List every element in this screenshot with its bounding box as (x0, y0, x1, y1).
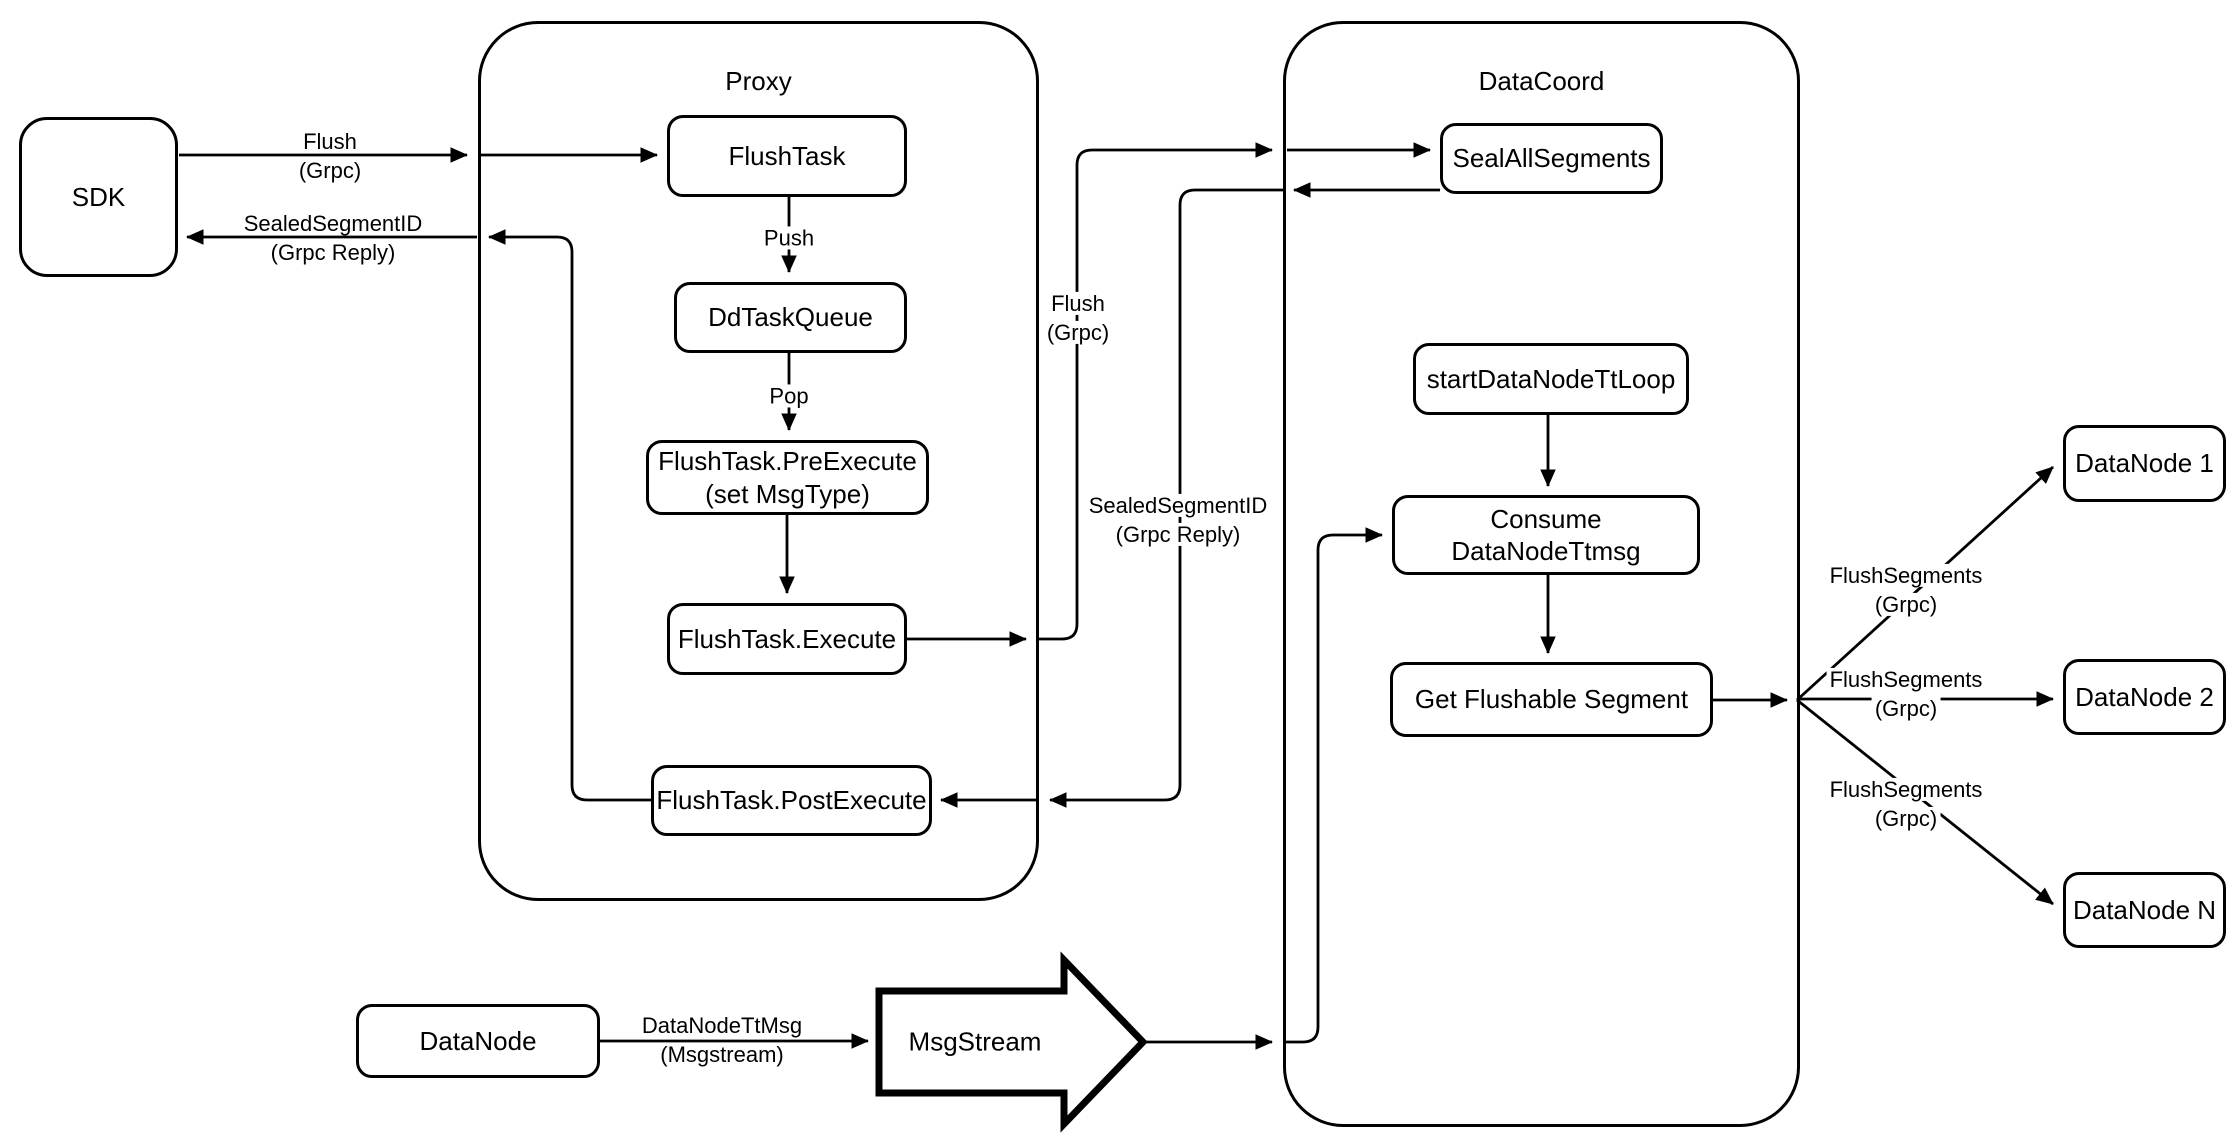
edge-label-sealed-segment-id-sdk: SealedSegmentID (Grpc Reply) (240, 212, 426, 264)
proxy-title: Proxy (725, 66, 792, 96)
node-pre-execute-line2: (set MsgType) (705, 478, 870, 509)
node-seal-all-segments-label: SealAllSegments (1452, 143, 1651, 174)
node-consume-datanode-ttmsg: Consume DataNodeTtmsg (1392, 495, 1700, 575)
edge-label-flush-grpc-mid: Flush (Grpc) (1043, 292, 1113, 344)
edge-fanpoint-to-datanoden (1796, 698, 2054, 906)
node-post-execute: FlushTask.PostExecute (651, 765, 932, 836)
datacoord-title: DataCoord (1478, 66, 1605, 96)
datacoord-container: DataCoord (1283, 21, 1800, 1127)
edge-label-flush-segments-2: FlushSegments (Grpc) (1826, 668, 1986, 720)
node-datanode-n: DataNode N (2063, 872, 2226, 948)
node-datanode-source-label: DataNode (419, 1025, 537, 1056)
edge-label-flush-segments-1: FlushSegments (Grpc) (1826, 564, 1986, 616)
edge-label-flush-segments-3: FlushSegments (Grpc) (1826, 778, 1986, 830)
node-datanode-2-label: DataNode 2 (2075, 681, 2214, 712)
node-datanode-source: DataNode (356, 1004, 600, 1078)
edge-msgstream-up-to-consume (1286, 527, 1383, 1044)
node-datanode-1-label: DataNode 1 (2075, 448, 2214, 479)
node-dd-task-queue: DdTaskQueue (674, 282, 907, 353)
node-datanode-n-label: DataNode N (2072, 894, 2217, 925)
node-post-execute-label: FlushTask.PostExecute (656, 785, 927, 816)
proxy-container: Proxy (478, 21, 1039, 901)
edge-flush-up-to-datacoord-border (1039, 142, 1273, 641)
node-flush-task-label: FlushTask (728, 140, 846, 171)
edge-label-push: Push (760, 226, 818, 250)
node-pre-execute-line1: FlushTask.PreExecute (658, 446, 917, 476)
node-start-datanode-tt-loop: startDataNodeTtLoop (1413, 343, 1689, 415)
node-dd-task-queue-label: DdTaskQueue (708, 302, 873, 333)
edge-label-datanode-tt-msg: DataNodeTtMsg (Msgstream) (638, 1014, 806, 1066)
node-consume-datanode-ttmsg-label: Consume DataNodeTtmsg (1451, 503, 1641, 567)
node-get-flushable-segment: Get Flushable Segment (1390, 662, 1713, 737)
node-seal-all-segments: SealAllSegments (1440, 123, 1663, 194)
edge-postexecute-to-proxy-border (488, 229, 651, 802)
node-execute: FlushTask.Execute (667, 603, 907, 675)
node-execute-label: FlushTask.Execute (677, 623, 897, 654)
node-datanode-2: DataNode 2 (2063, 659, 2226, 735)
node-sdk-label: SDK (71, 181, 126, 212)
edge-label-sealed-segment-id-mid: SealedSegmentID (Grpc Reply) (1085, 494, 1271, 546)
node-flush-task: FlushTask (667, 115, 907, 197)
node-get-flushable-segment-label: Get Flushable Segment (1414, 684, 1689, 715)
node-pre-execute: FlushTask.PreExecute (set MsgType) (646, 440, 929, 515)
msgstream-arrow-shape (875, 951, 1148, 1133)
edge-label-flush-grpc-sdk: Flush (Grpc) (295, 130, 365, 182)
edge-label-pop: Pop (766, 384, 812, 408)
msgstream-label: MsgStream (908, 1026, 1042, 1057)
node-start-datanode-tt-loop-label: startDataNodeTtLoop (1426, 363, 1676, 394)
node-datanode-1: DataNode 1 (2063, 425, 2226, 502)
node-sdk: SDK (19, 117, 178, 277)
